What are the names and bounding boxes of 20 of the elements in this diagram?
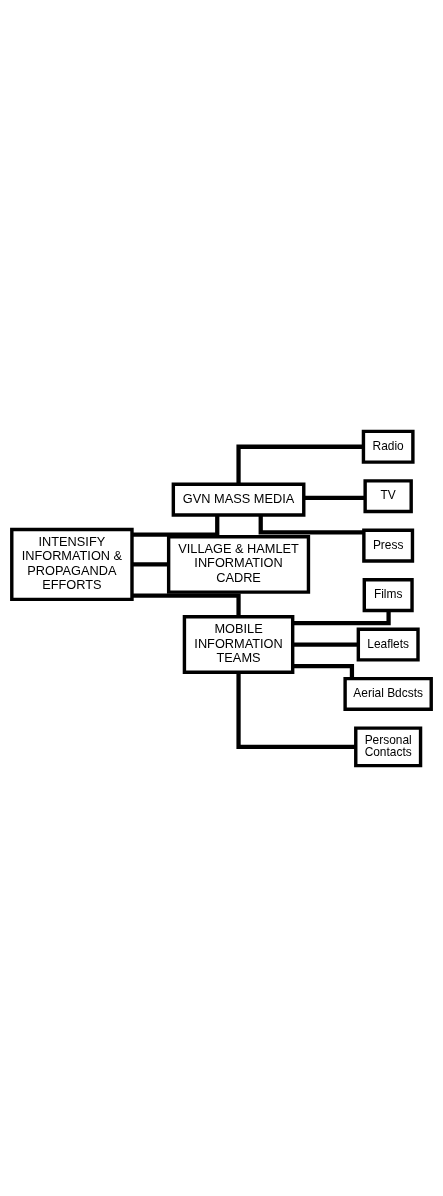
node-box: Aerial Bdcsts — [343, 676, 433, 711]
node-box: TV — [363, 478, 413, 513]
node-box: Films — [362, 577, 414, 612]
node-box: GVN MASS MEDIA — [171, 482, 306, 517]
node-box: Radio — [361, 429, 415, 464]
connector — [258, 514, 364, 535]
connector — [293, 641, 359, 647]
node-box: Personal Contacts — [354, 725, 423, 767]
node-box: Press — [362, 528, 415, 563]
connector — [292, 610, 391, 625]
node-box: Leaflets — [356, 627, 420, 662]
node-box: MOBILE INFORMATION TEAMS — [182, 614, 295, 674]
connector — [132, 561, 169, 567]
connector — [236, 672, 356, 749]
connector — [132, 514, 220, 537]
connector — [236, 444, 364, 484]
node-box: INTENSIFY INFORMATION & PROPAGANDA EFFORTS — [10, 527, 134, 601]
node-box: VILLAGE & HAMLET INFORMATION CADRE — [166, 534, 311, 594]
connector — [292, 663, 355, 678]
connector — [303, 495, 365, 500]
